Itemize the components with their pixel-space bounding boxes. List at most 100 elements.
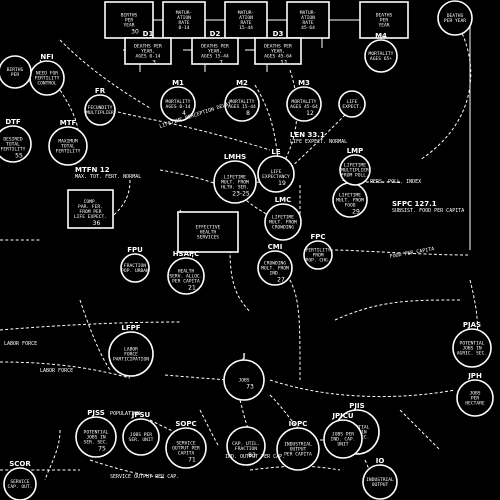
node-label: CAP. UTIL. [232, 441, 260, 447]
node-rect [104, 1, 154, 39]
node-label: YEAR, [208, 49, 222, 55]
node-label: 45-64 [301, 25, 315, 31]
node-label: DEATHS PER [264, 44, 292, 50]
annotation-text: MAX. TOT. FERT. NORMAL [75, 174, 141, 180]
node-label: DEATHS PER [134, 44, 162, 50]
node-label: AGRIC. SEC. [457, 351, 487, 357]
node-label: NEED FOR [36, 71, 58, 77]
node-label: 15-44 [239, 25, 253, 31]
node-code: D3 [273, 30, 284, 38]
node-circle [264, 203, 302, 241]
node-label: PER CAPITA [172, 279, 200, 285]
node-label: EXPECTANCY [262, 174, 290, 180]
node-label: FROM POLL. [341, 173, 369, 179]
node-number: 12 [306, 110, 314, 117]
node-number: 7 [219, 60, 223, 67]
node-label: UNIT [337, 442, 348, 448]
node-code: JPH [467, 372, 482, 380]
node-code: LMC [275, 196, 292, 204]
annotation-text: LABOR FORCE [40, 368, 73, 374]
node-label: CONTROL [37, 81, 57, 87]
node-rect [254, 37, 302, 65]
node-circle [160, 86, 196, 122]
node-number: 36 [93, 220, 101, 227]
node-code: PJSS [87, 409, 105, 417]
node-label: LIFETIME [224, 175, 246, 181]
node-label: PAR. FER. [78, 204, 103, 210]
node-label: ATION [301, 15, 315, 21]
node-label: PER [11, 72, 20, 78]
node-number: 11 [280, 60, 288, 67]
node-label: HEALTH [178, 269, 195, 275]
node-label: IND. [269, 271, 280, 277]
node-label: JOBS PER [130, 432, 152, 438]
node-code: LMHS [224, 153, 246, 161]
node-rect [162, 1, 206, 39]
annotation-text: FOOD PER CAPITA [389, 246, 435, 260]
node-label: SER. UNIT [129, 437, 154, 443]
node-code: FR [95, 87, 106, 95]
node-label: BIRTHS [7, 67, 24, 73]
node-code: M2 [236, 79, 248, 87]
node-code: PJAS [463, 321, 481, 329]
annotation-text: LABOR FORCE [4, 341, 37, 347]
node-label: EXPECT. [342, 104, 361, 110]
node-label: POP. CHG. [306, 258, 331, 264]
node-label: PER YEAR [444, 18, 466, 24]
node-code: NFI [40, 53, 53, 61]
node-label: LIFE [346, 99, 357, 105]
node-circle [339, 154, 371, 186]
node-code: SCOR [9, 460, 31, 468]
node-label: INDUSTRIAL [366, 477, 394, 483]
node-code: LMP [347, 147, 364, 155]
node-label: LIFETIME [339, 193, 361, 199]
node-circle [84, 94, 116, 126]
node-label: AGES 0-14 [166, 104, 191, 110]
node-label: MULT. FROM [221, 180, 249, 186]
node-label: AGES 45-64 [290, 104, 318, 110]
node-label: FERTILITY [1, 147, 26, 153]
annotation-code: SFPC 127.1 [392, 200, 437, 208]
node-circle [437, 0, 473, 36]
node-label: MATUR- [300, 10, 317, 16]
node-label: LIFETIME [272, 215, 294, 221]
node-code: D2 [210, 30, 221, 38]
node-circle [226, 426, 266, 466]
node-rect [67, 189, 114, 229]
node-code: M1 [172, 79, 184, 87]
annotation-text: SERVICE OUTPUT PER CAP. [110, 474, 179, 480]
node-label: AGES 15-44 [228, 104, 256, 110]
node-label: MULTIPLIER [341, 168, 369, 174]
node-circle [323, 419, 363, 459]
node-label: DEATHS PER [201, 44, 229, 50]
node-label: MORTALITY [369, 51, 394, 57]
node-number: 71 [188, 457, 196, 464]
node-number: 3 [152, 60, 156, 67]
node-circle [303, 240, 333, 270]
node-circle [48, 126, 88, 166]
node-number: 75 [98, 446, 106, 453]
node-code: M4 [375, 32, 387, 40]
node-label: POTENTIAL [460, 341, 485, 347]
annotation-9: SERVICE OUTPUT PER CAP. [110, 474, 179, 480]
node-number: 55 [15, 153, 23, 160]
node-label: MORTALITY [292, 99, 317, 105]
node-rect [286, 1, 330, 39]
node-label: LIFETIME [344, 163, 366, 169]
node-label: MATUR- [238, 10, 255, 16]
node-label: SERVICES [197, 235, 219, 241]
